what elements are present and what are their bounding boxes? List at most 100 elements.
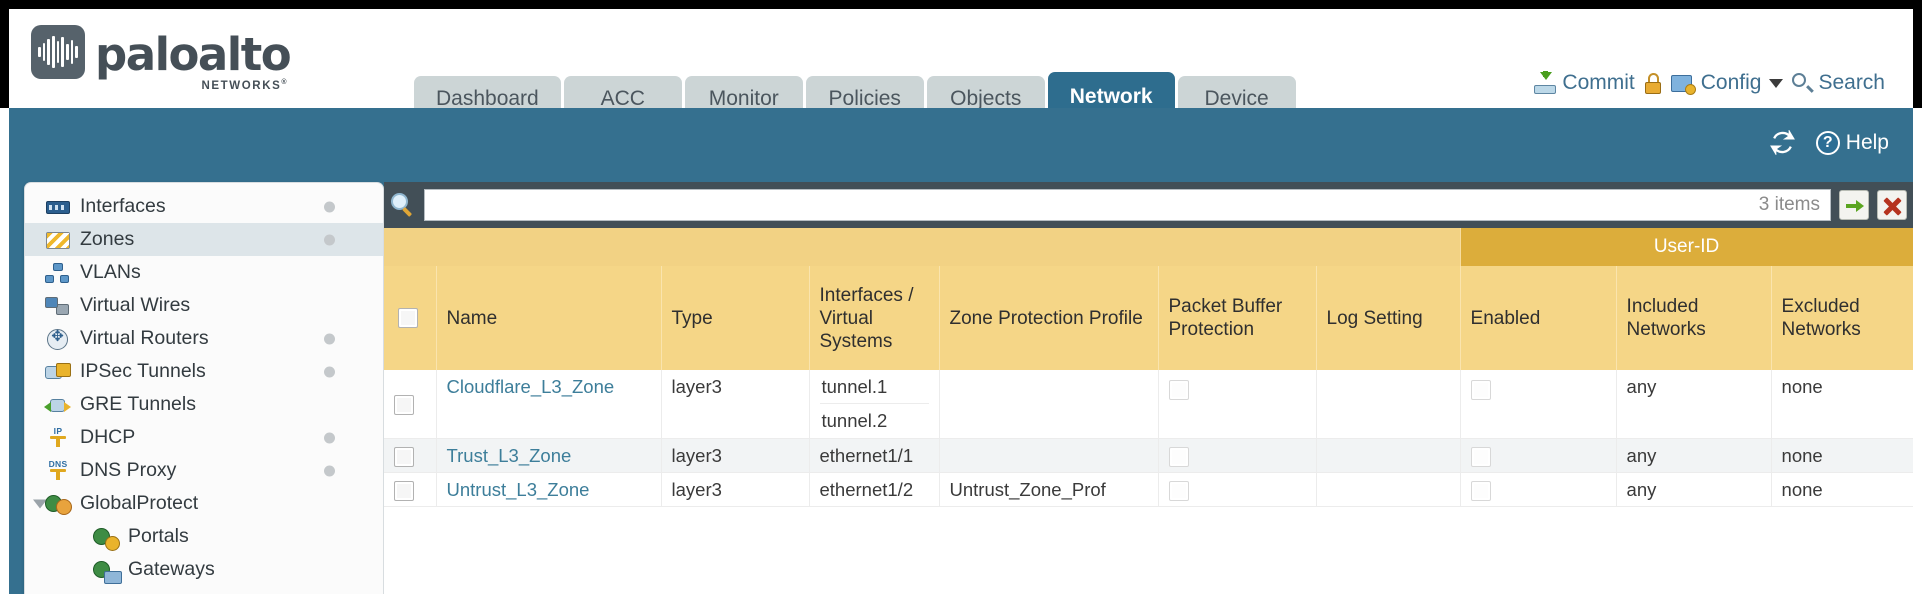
sidebar-item-globalprotect[interactable]: GlobalProtect (25, 487, 383, 520)
status-dot (324, 465, 335, 476)
userid-enabled-checkbox[interactable] (1470, 480, 1491, 501)
zone-name-link[interactable]: Cloudflare_L3_Zone (446, 376, 615, 397)
cell-type: layer3 (661, 472, 810, 507)
cell-log-setting (1316, 370, 1461, 439)
sidebar-item-ipsec-tunnels[interactable]: IPSec Tunnels (25, 355, 383, 388)
status-dot (324, 333, 335, 344)
table-row[interactable]: Trust_L3_Zone layer3 ethernet1/1 any (384, 438, 1913, 473)
sidebar-item-gateways[interactable]: Gateways (25, 553, 383, 586)
packet-buffer-protection-checkbox[interactable] (1168, 446, 1189, 467)
table-header-row: Name Type Interfaces / Virtual Systems Z… (384, 266, 1913, 370)
search-input-wrapper[interactable]: 3 items (424, 189, 1831, 221)
help-label: Help (1845, 130, 1889, 154)
column-header-log-setting[interactable]: Log Setting (1316, 266, 1461, 370)
search-label: Search (1818, 71, 1885, 94)
packet-buffer-protection-checkbox[interactable] (1168, 480, 1189, 501)
search-button[interactable]: Search (1792, 71, 1885, 95)
chevron-down-icon (1769, 78, 1784, 88)
column-header-packet-buffer-protection[interactable]: Packet Buffer Protection (1158, 266, 1317, 370)
cell-included-networks: any (1616, 438, 1772, 473)
chevron-down-icon[interactable] (33, 499, 47, 508)
cell-packet-buffer-protection[interactable] (1158, 472, 1317, 507)
cell-packet-buffer-protection[interactable] (1158, 438, 1317, 473)
sidebar-item-label: Zones (80, 228, 135, 250)
cell-zone-protection-profile: Untrust_Zone_Prof (939, 472, 1159, 507)
help-button[interactable]: ? Help (1815, 130, 1889, 155)
select-all-checkbox[interactable] (398, 308, 418, 329)
group-header-spacer (384, 228, 1461, 266)
commit-button[interactable]: Commit (1534, 71, 1635, 95)
sidebar-item-label: DNS Proxy (80, 459, 177, 481)
row-checkbox[interactable] (394, 480, 414, 501)
search-input[interactable] (435, 194, 1751, 216)
virtual-wires-icon (45, 295, 71, 317)
table-row[interactable]: Cloudflare_L3_Zone layer3 tunnel.1 tunne… (384, 370, 1913, 439)
clear-filter-button[interactable] (1877, 190, 1907, 220)
sidebar-item-label: DHCP (80, 426, 136, 448)
cell-packet-buffer-protection[interactable] (1158, 370, 1317, 439)
column-header-included-networks[interactable]: Included Networks (1616, 266, 1772, 370)
cell-name[interactable]: Untrust_L3_Zone (436, 472, 662, 507)
cell-name[interactable]: Cloudflare_L3_Zone (436, 370, 662, 439)
refresh-icon[interactable] (1769, 130, 1796, 155)
dns-proxy-icon: DNS (45, 459, 71, 482)
brand-logo[interactable]: paloalto NETWORKS® (31, 25, 292, 92)
commit-label: Commit (1562, 71, 1635, 94)
sidebar-item-dhcp[interactable]: IP DHCP (25, 421, 383, 454)
row-select-cell[interactable] (384, 472, 437, 507)
interface-entry: tunnel.1 (819, 370, 929, 404)
status-dot (324, 366, 335, 377)
row-checkbox[interactable] (394, 446, 414, 467)
sidebar-item-interfaces[interactable]: Interfaces (25, 190, 383, 223)
zone-name-link[interactable]: Trust_L3_Zone (446, 444, 572, 466)
brand-name: paloalto (95, 28, 292, 81)
packet-buffer-protection-checkbox[interactable] (1168, 380, 1189, 401)
row-checkbox[interactable] (394, 395, 414, 416)
sidebar-list: Interfaces Zones VLANs Virtual Wires (25, 183, 383, 586)
config-menu[interactable]: Config (1670, 71, 1784, 95)
sidebar-item-vlans[interactable]: VLANs (25, 256, 383, 289)
userid-enabled-checkbox[interactable] (1470, 446, 1491, 467)
filter-bar: 3 items (384, 182, 1913, 228)
column-header-enabled[interactable]: Enabled (1460, 266, 1617, 370)
userid-enabled-checkbox[interactable] (1470, 380, 1491, 401)
interface-entry: tunnel.2 (821, 410, 888, 431)
cell-userid-enabled[interactable] (1460, 438, 1617, 473)
column-header-interfaces[interactable]: Interfaces / Virtual Systems (809, 266, 940, 370)
cell-userid-enabled[interactable] (1460, 370, 1617, 439)
cell-type: layer3 (661, 438, 810, 473)
sidebar-item-dns-proxy[interactable]: DNS DNS Proxy (25, 454, 383, 487)
cell-userid-enabled[interactable] (1460, 472, 1617, 507)
config-label: Config (1700, 71, 1762, 94)
zones-table: User-ID Name Type Interfaces / Virtual S… (384, 228, 1913, 507)
sidebar-item-virtual-wires[interactable]: Virtual Wires (25, 289, 383, 322)
cell-name[interactable]: Trust_L3_Zone (436, 438, 662, 473)
select-all-header[interactable] (384, 266, 437, 370)
column-header-excluded-networks[interactable]: Excluded Networks (1771, 266, 1913, 370)
zone-name-link[interactable]: Untrust_L3_Zone (446, 478, 590, 500)
sidebar-item-virtual-routers[interactable]: Virtual Routers (25, 322, 383, 355)
row-select-cell[interactable] (384, 370, 437, 439)
apply-filter-button[interactable] (1839, 190, 1869, 220)
help-icon: ? (1815, 130, 1840, 155)
search-icon[interactable] (390, 192, 416, 218)
sidebar-item-zones[interactable]: Zones (25, 223, 383, 256)
brand-tagline: NETWORKS® (201, 79, 289, 92)
sidebar-item-label: Gateways (128, 558, 215, 580)
row-select-cell[interactable] (384, 438, 437, 473)
portals-icon (93, 526, 120, 551)
table-row[interactable]: Untrust_L3_Zone layer3 ethernet1/2 Untru… (384, 472, 1913, 507)
lock-icon[interactable] (1644, 72, 1662, 94)
commit-icon (1534, 71, 1557, 94)
column-header-zone-protection-profile[interactable]: Zone Protection Profile (939, 266, 1159, 370)
column-header-type[interactable]: Type (661, 266, 810, 370)
cell-type: layer3 (661, 370, 810, 439)
column-header-name[interactable]: Name (436, 266, 662, 370)
sidebar-item-label: Portals (128, 525, 189, 547)
sidebar-item-portals[interactable]: Portals (25, 520, 383, 553)
sidebar-item-gre-tunnels[interactable]: GRE Tunnels (25, 388, 383, 421)
dhcp-icon: IP (45, 426, 71, 449)
group-header-userid: User-ID (1460, 228, 1913, 266)
items-count-label: 3 items (1758, 194, 1820, 215)
